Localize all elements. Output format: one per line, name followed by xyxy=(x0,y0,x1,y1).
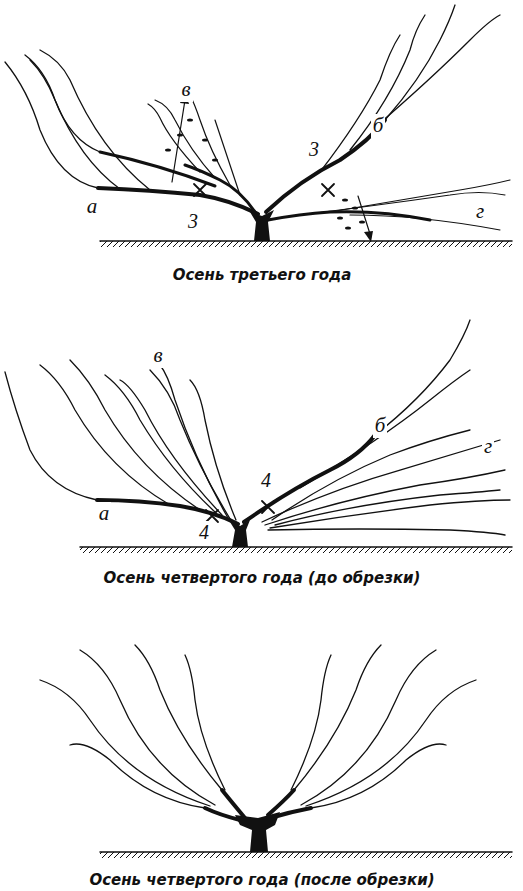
callout-number: 3 xyxy=(186,210,200,232)
cane-letter: а xyxy=(97,502,112,525)
cane-letter: б xyxy=(373,414,388,437)
cane-letter: б xyxy=(371,114,386,137)
cane-letter: г xyxy=(474,200,486,223)
callout-number: 3 xyxy=(307,138,321,160)
cane-letter: а xyxy=(85,195,100,218)
cane-letter: в xyxy=(179,78,192,101)
cane-letter: в xyxy=(151,344,164,367)
panel-caption: Осень третьего года xyxy=(171,267,354,284)
panel-caption: Осень четвертого года (после обрезки) xyxy=(87,872,436,889)
callout-number: 4 xyxy=(197,521,211,543)
cane-letter: г xyxy=(482,435,494,458)
callout-number: 4 xyxy=(259,469,273,491)
panel-caption: Осень четвертого года (до обрезки) xyxy=(102,570,423,587)
